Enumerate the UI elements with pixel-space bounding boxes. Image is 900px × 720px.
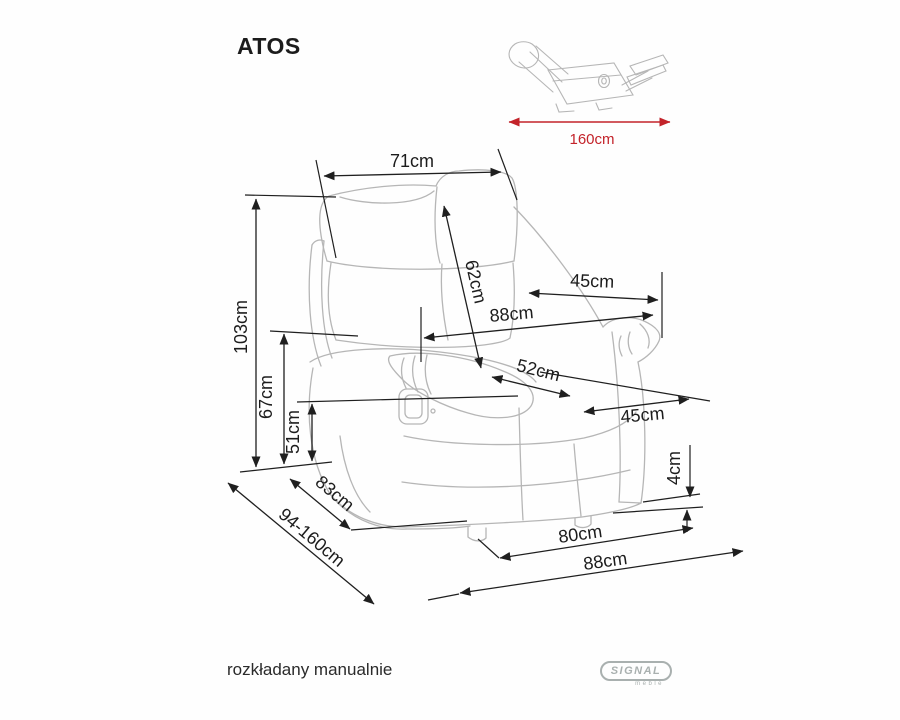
dim-label-4cm: 4cm (664, 451, 684, 485)
dim-label-88cm-bottom: 88cm (582, 548, 628, 574)
dim-label-94-160cm: 94-160cm (275, 504, 349, 571)
dim-label-83cm: 83cm (312, 472, 359, 516)
dim-label-160cm: 160cm (569, 131, 614, 148)
inset-dimension: 160cm (508, 117, 671, 148)
dim-label-67cm: 67cm (256, 375, 276, 419)
product-note: rozkładany manualnie (227, 660, 393, 679)
brand-logo: SIGNAL meble (600, 661, 672, 687)
dim-label-51cm: 51cm (283, 410, 303, 454)
brand-logo-subtext: meble (635, 681, 664, 687)
dim-label-103cm: 103cm (231, 300, 251, 354)
brand-logo-text: SIGNAL (610, 665, 662, 677)
dim-label-88cm-mid: 88cm (489, 302, 535, 326)
dim-label-45cm-top: 45cm (570, 270, 615, 292)
inset-recliner-sketch (508, 41, 669, 113)
dim-label-71cm: 71cm (390, 151, 434, 171)
brand-logo-oval: SIGNAL (600, 661, 672, 681)
chair-outline (308, 169, 661, 542)
page-title: ATOS (237, 33, 301, 59)
dimension-arrows (227, 167, 744, 605)
dim-label-45cm-seat: 45cm (620, 403, 666, 427)
